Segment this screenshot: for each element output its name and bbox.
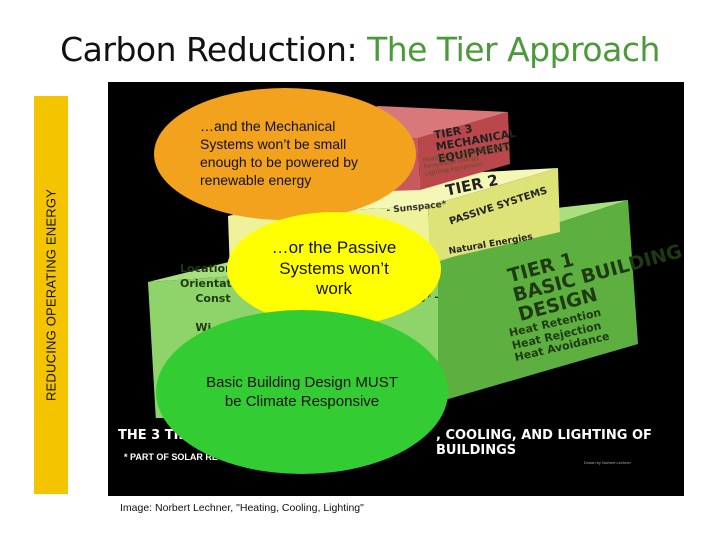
diagram-credit: Drawn by Norbert Lechner <box>584 460 631 465</box>
banner-right-text: , COOLING, AND LIGHTING OF BUILDINGS <box>436 428 652 458</box>
tier3-side <box>418 112 510 190</box>
tier2-side <box>428 168 560 262</box>
side-accent-bar <box>34 96 68 494</box>
title-accent: The Tier Approach <box>367 30 660 69</box>
image-caption: Image: Norbert Lechner, "Heating, Coolin… <box>120 502 364 514</box>
banner-footnote: * PART OF SOLAR RE <box>124 452 218 462</box>
callout-passive-text: …or the Passive Systems won’t work <box>271 238 397 299</box>
callout-mechanical: …and the Mechanical Systems won’t be sma… <box>154 88 416 220</box>
banner-left-text: THE 3 TIE <box>118 428 188 443</box>
slide-title: Carbon Reduction: The Tier Approach <box>0 30 720 69</box>
callout-mechanical-text: …and the Mechanical Systems won’t be sma… <box>200 118 359 188</box>
side-label: REDUCING OPERATING ENERGY <box>43 188 59 402</box>
title-main: Carbon Reduction: <box>60 30 368 69</box>
callout-basic-design-text: Basic Building Design MUST be Climate Re… <box>206 373 398 411</box>
callout-passive: …or the Passive Systems won’t work <box>227 212 441 326</box>
callout-basic-design: Basic Building Design MUST be Climate Re… <box>156 310 448 474</box>
tier1-side <box>438 200 638 402</box>
